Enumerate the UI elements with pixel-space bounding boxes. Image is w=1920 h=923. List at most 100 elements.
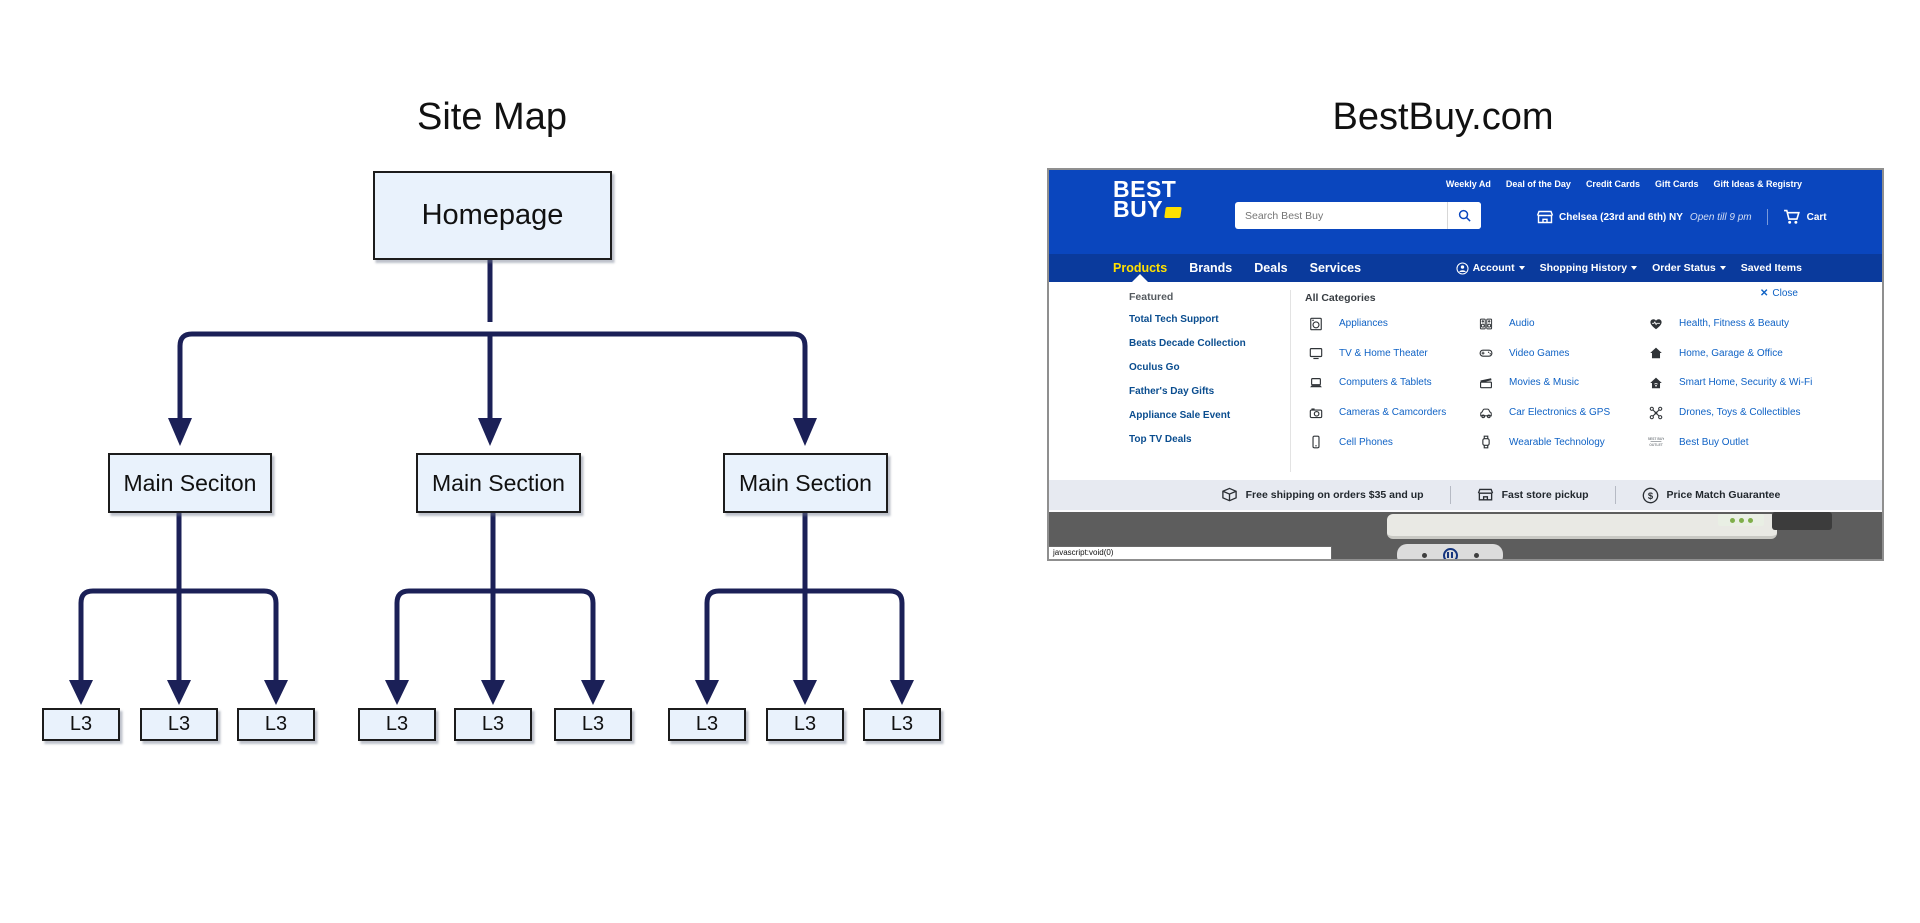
- nav-saved-items-label: Saved Items: [1740, 262, 1802, 274]
- sitemap-node-l3-5: L3: [454, 708, 532, 741]
- category-smart-home-security-wifi[interactable]: Smart Home, Security & Wi-Fi: [1646, 368, 1812, 398]
- nav-order-status[interactable]: Order Status: [1652, 262, 1726, 274]
- logo-line-1: BEST: [1113, 176, 1177, 202]
- category-label: Smart Home, Security & Wi-Fi: [1679, 377, 1813, 389]
- featured-link-oculus-go[interactable]: Oculus Go: [1129, 362, 1180, 373]
- heart-pulse-icon: [1646, 317, 1666, 331]
- search-button[interactable]: [1447, 202, 1481, 229]
- utility-links: Weekly Ad Deal of the Day Credit Cards G…: [1446, 179, 1802, 189]
- pause-icon[interactable]: [1442, 547, 1458, 559]
- category-cameras-camcorders[interactable]: Cameras & Camcorders: [1306, 398, 1446, 428]
- link-gift-cards[interactable]: Gift Cards: [1654, 179, 1699, 189]
- category-health-fitness-beauty[interactable]: Health, Fitness & Beauty: [1646, 309, 1812, 339]
- nav-tab-brands[interactable]: Brands: [1189, 261, 1233, 275]
- search-icon: [1458, 209, 1471, 222]
- categories-column-1: Appliances TV & Home Theater Computers &…: [1306, 309, 1446, 457]
- category-label: Drones, Toys & Collectibles: [1679, 407, 1801, 419]
- bestbuy-screenshot: Weekly Ad Deal of the Day Credit Cards G…: [1047, 168, 1884, 561]
- store-icon: [1536, 210, 1554, 224]
- hero-laptop-screen: [1772, 512, 1832, 530]
- category-audio[interactable]: Audio: [1476, 309, 1610, 339]
- link-gift-ideas-registry[interactable]: Gift Ideas & Registry: [1713, 179, 1802, 189]
- nav-shopping-history-label: Shopping History: [1539, 262, 1628, 274]
- drone-icon: [1646, 406, 1666, 420]
- close-label: Close: [1772, 288, 1798, 299]
- category-label: Appliances: [1339, 318, 1388, 330]
- featured-link-total-tech-support[interactable]: Total Tech Support: [1129, 314, 1219, 325]
- logo-line-2: BUY: [1113, 196, 1164, 222]
- divider: [1614, 486, 1616, 504]
- featured-link-fathers-day-gifts[interactable]: Father's Day Gifts: [1129, 386, 1215, 397]
- browser-status-bar: javascript:void(0): [1049, 546, 1332, 559]
- perk-label: Free shipping on orders $35 and up: [1245, 488, 1424, 501]
- store-name[interactable]: Chelsea (23rd and 6th) NY: [1559, 211, 1683, 223]
- link-credit-cards[interactable]: Credit Cards: [1585, 179, 1640, 189]
- nav-shopping-history[interactable]: Shopping History: [1540, 262, 1638, 274]
- washer-icon: [1306, 317, 1326, 331]
- price-tag-icon: [1164, 207, 1182, 218]
- nav-saved-items[interactable]: Saved Items: [1741, 262, 1802, 274]
- tv-icon: [1306, 346, 1326, 360]
- nav-account[interactable]: Account: [1456, 261, 1525, 275]
- bestbuy-header: Weekly Ad Deal of the Day Credit Cards G…: [1049, 170, 1882, 254]
- category-video-games[interactable]: Video Games: [1476, 339, 1610, 369]
- sitemap-node-l3-6: L3: [554, 708, 632, 741]
- featured-title: Featured: [1129, 291, 1174, 303]
- open-menu-pointer-icon: [1132, 274, 1148, 282]
- divider: [1766, 209, 1768, 225]
- sitemap-node-l3-4: L3: [358, 708, 436, 741]
- perk-free-shipping: Free shipping on orders $35 and up: [1221, 487, 1424, 502]
- close-menu-button[interactable]: ✕ Close: [1760, 288, 1798, 299]
- category-movies-music[interactable]: Movies & Music: [1476, 368, 1610, 398]
- category-wearable-technology[interactable]: Wearable Technology: [1476, 427, 1610, 457]
- bestbuy-logo[interactable]: BEST BUY: [1113, 176, 1182, 222]
- package-icon: [1221, 488, 1237, 502]
- category-label: Movies & Music: [1509, 377, 1580, 389]
- category-label: Cell Phones: [1339, 436, 1393, 448]
- speakers-icon: [1476, 317, 1496, 331]
- hero-badge: [1718, 514, 1764, 526]
- nav-tab-products[interactable]: Products: [1113, 261, 1168, 275]
- category-label: Computers & Tablets: [1339, 377, 1432, 389]
- carousel-prev-dot[interactable]: [1421, 552, 1427, 558]
- clapperboard-icon: [1476, 376, 1496, 390]
- store-hours: Open till 9 pm: [1689, 211, 1752, 223]
- smart-home-icon: [1646, 376, 1666, 390]
- search-input[interactable]: [1235, 209, 1447, 222]
- category-label: Health, Fitness & Beauty: [1679, 318, 1790, 330]
- category-car-electronics-gps[interactable]: Car Electronics & GPS: [1476, 398, 1610, 428]
- sitemap-node-main-section-3: Main Section: [723, 453, 888, 513]
- carousel-controls[interactable]: [1397, 544, 1503, 559]
- cart-link[interactable]: Cart: [1806, 211, 1827, 223]
- sitemap-node-l3-1: L3: [42, 708, 120, 741]
- house-icon: [1646, 346, 1666, 360]
- category-label: Cameras & Camcorders: [1339, 407, 1447, 419]
- sitemap-node-l3-3: L3: [237, 708, 315, 741]
- category-drones-toys-collectibles[interactable]: Drones, Toys & Collectibles: [1646, 398, 1812, 428]
- main-nav: Products Brands Deals Services Account: [1049, 254, 1882, 282]
- nav-order-status-label: Order Status: [1652, 262, 1716, 274]
- nav-tab-services[interactable]: Services: [1309, 261, 1362, 275]
- categories-column-3: Health, Fitness & Beauty Home, Garage & …: [1646, 309, 1812, 457]
- category-cell-phones[interactable]: Cell Phones: [1306, 427, 1446, 457]
- perks-bar: Free shipping on orders $35 and up Fast …: [1049, 480, 1882, 512]
- category-appliances[interactable]: Appliances: [1306, 309, 1446, 339]
- sitemap-node-main-section-2: Main Section: [416, 453, 581, 513]
- category-label: TV & Home Theater: [1339, 347, 1428, 359]
- featured-link-beats-decade-collection[interactable]: Beats Decade Collection: [1129, 338, 1246, 349]
- carousel-next-dot[interactable]: [1473, 552, 1479, 558]
- featured-link-appliance-sale-event[interactable]: Appliance Sale Event: [1129, 410, 1231, 421]
- link-weekly-ad[interactable]: Weekly Ad: [1445, 179, 1491, 189]
- featured-link-top-tv-deals[interactable]: Top TV Deals: [1129, 434, 1192, 445]
- category-computers-tablets[interactable]: Computers & Tablets: [1306, 368, 1446, 398]
- link-deal-of-the-day[interactable]: Deal of the Day: [1505, 179, 1571, 189]
- category-label: Wearable Technology: [1509, 436, 1605, 448]
- nav-tab-deals[interactable]: Deals: [1254, 261, 1288, 275]
- bestbuy-page-title: BestBuy.com: [1332, 96, 1554, 138]
- category-tv-home-theater[interactable]: TV & Home Theater: [1306, 339, 1446, 369]
- close-icon: ✕: [1760, 288, 1769, 299]
- search-bar: [1235, 202, 1481, 229]
- category-home-garage-office[interactable]: Home, Garage & Office: [1646, 339, 1812, 369]
